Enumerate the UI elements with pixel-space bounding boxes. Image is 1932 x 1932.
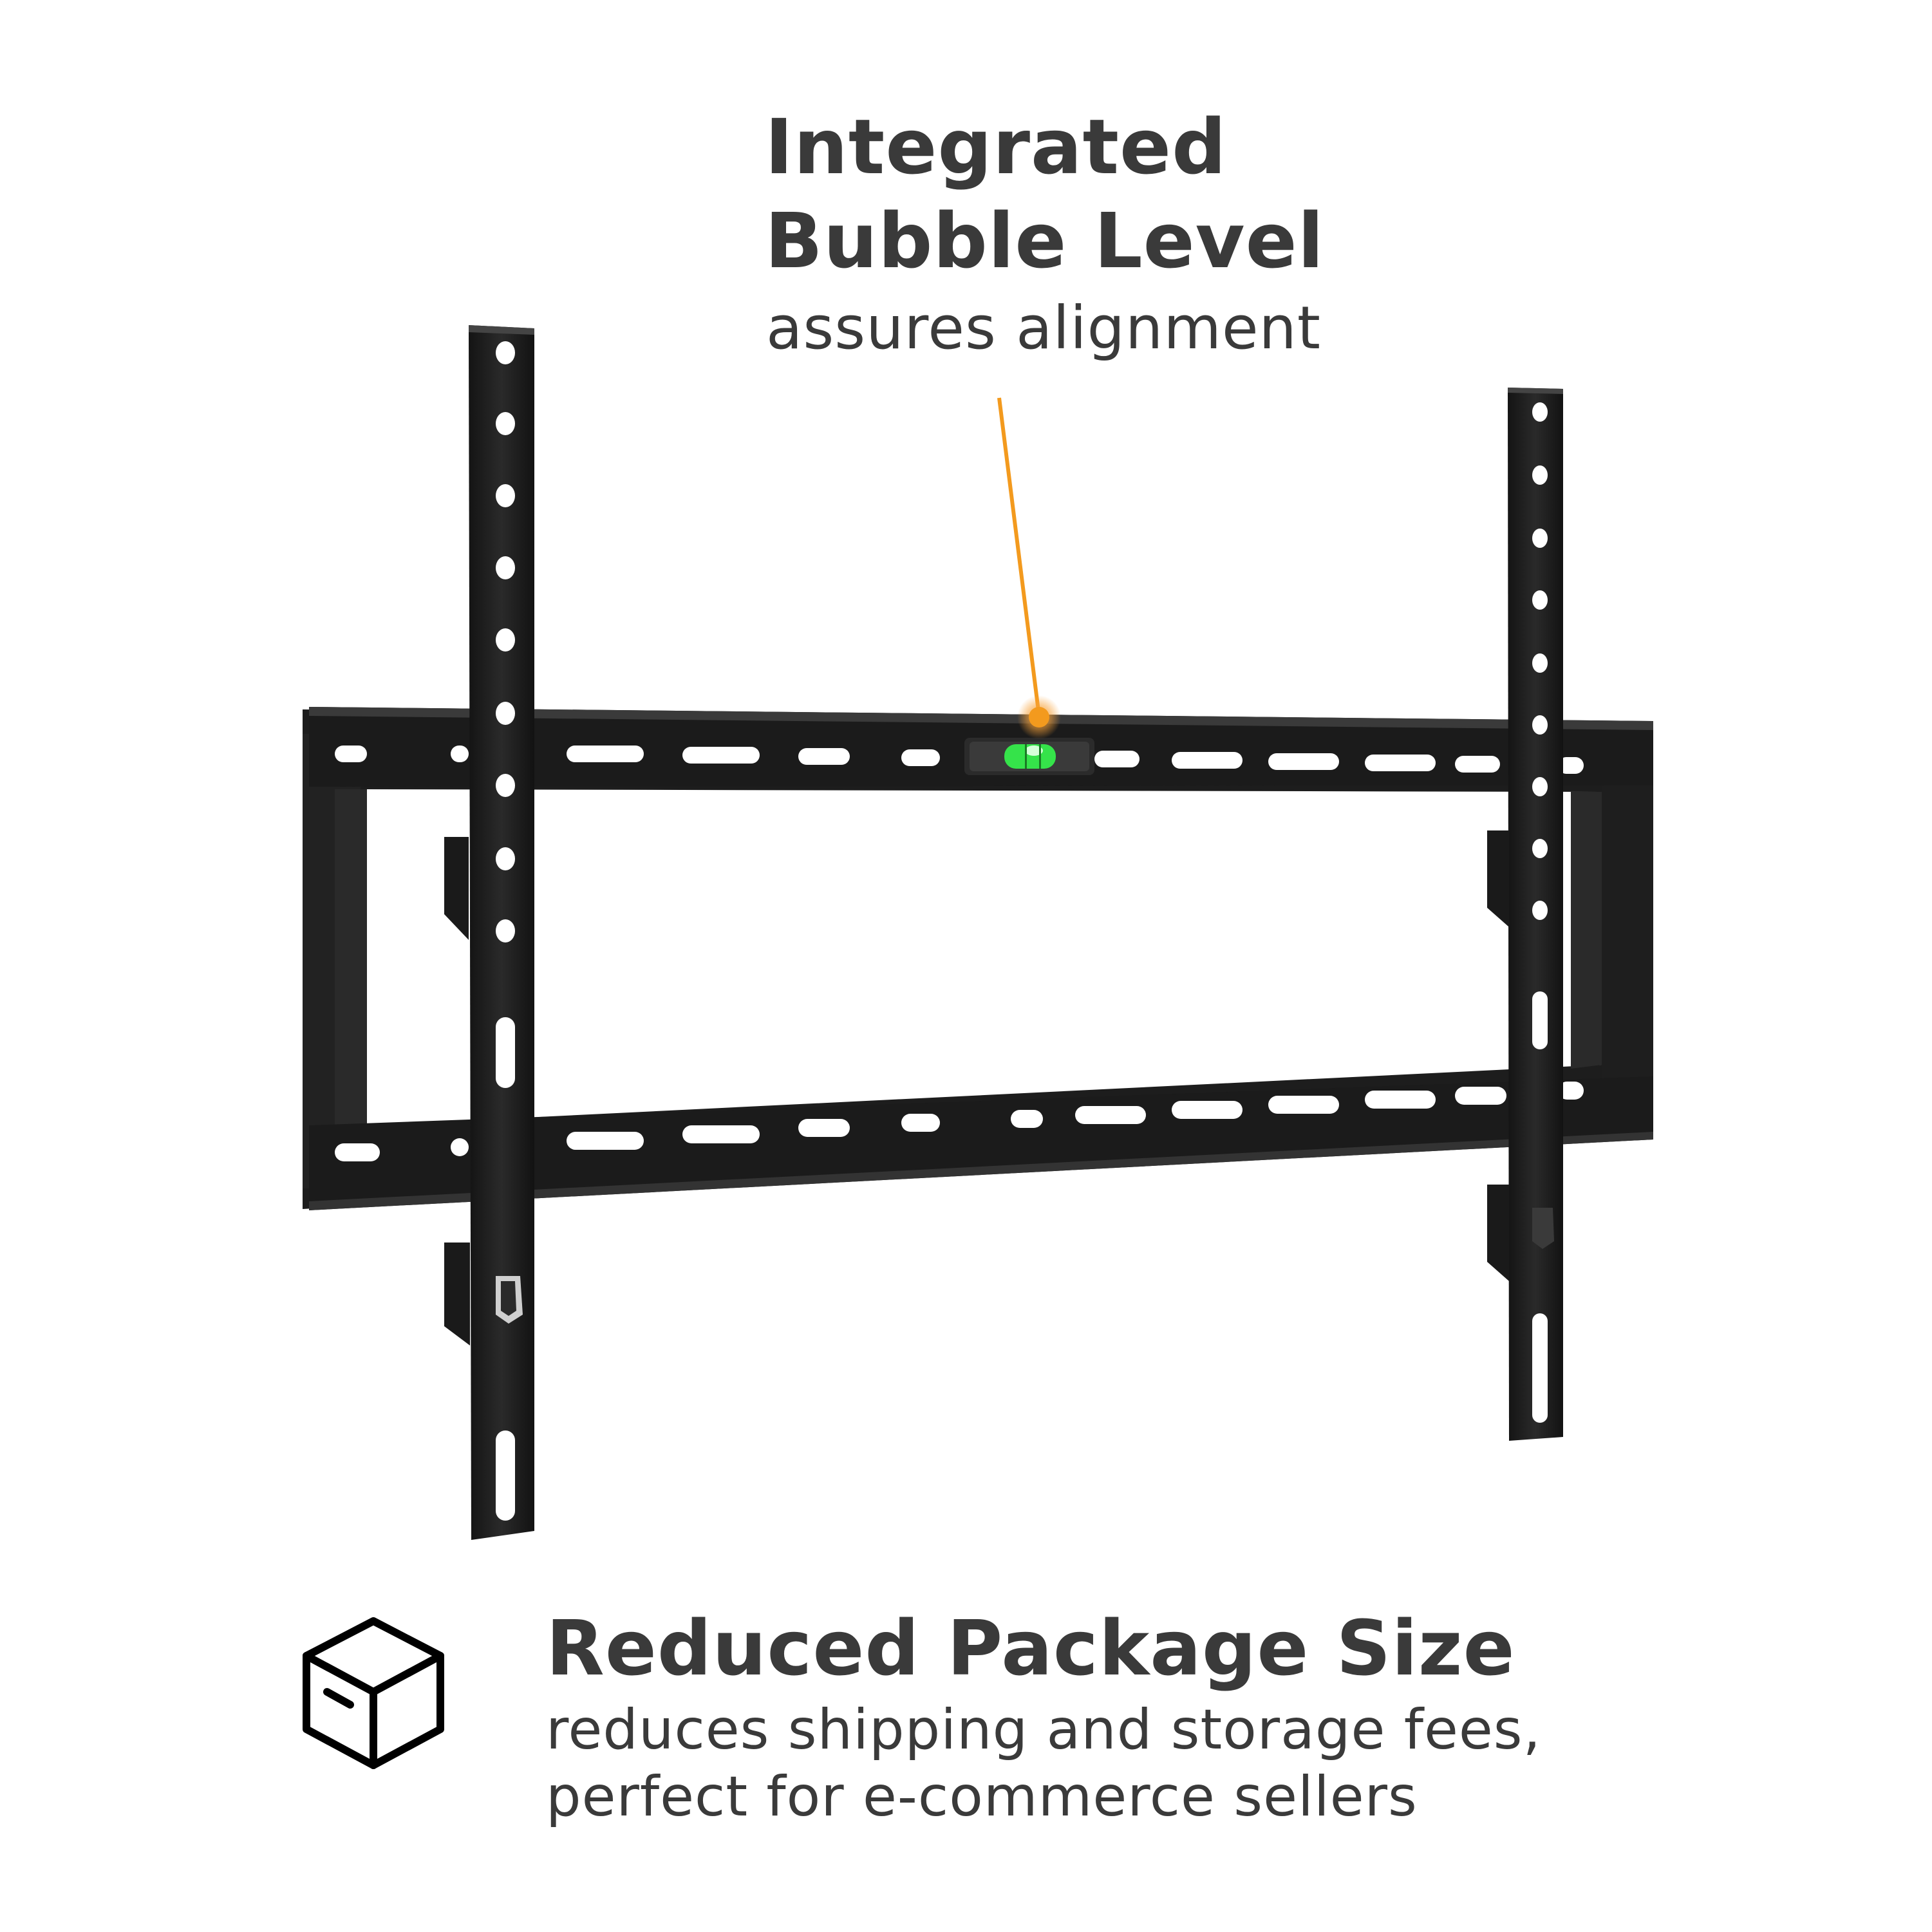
feature-title: Reduced Package Size xyxy=(546,1604,1515,1693)
callout-title-line2: Bubble Level xyxy=(765,196,1325,285)
feature-description-line1: reduces shipping and storage fees, xyxy=(546,1698,1541,1762)
feature-description: reduces shipping and storage fees, perfe… xyxy=(546,1696,1541,1830)
package-box-icon xyxy=(303,1617,444,1769)
callout-subtitle: assures alignment xyxy=(766,294,1321,362)
right-vertical-arm xyxy=(1487,388,1563,1441)
callout-title-line1: Integrated xyxy=(765,102,1227,191)
frame-back xyxy=(303,709,1653,1209)
bubble-level xyxy=(964,738,1094,775)
feature-description-line2: perfect for e-commerce sellers xyxy=(546,1765,1418,1829)
left-vertical-arm xyxy=(444,325,534,1540)
bottom-rail-slots xyxy=(335,1082,1584,1161)
callout-title: Integrated Bubble Level xyxy=(765,100,1324,288)
top-rail-slots xyxy=(335,746,1584,774)
callout-leader xyxy=(997,397,1061,739)
